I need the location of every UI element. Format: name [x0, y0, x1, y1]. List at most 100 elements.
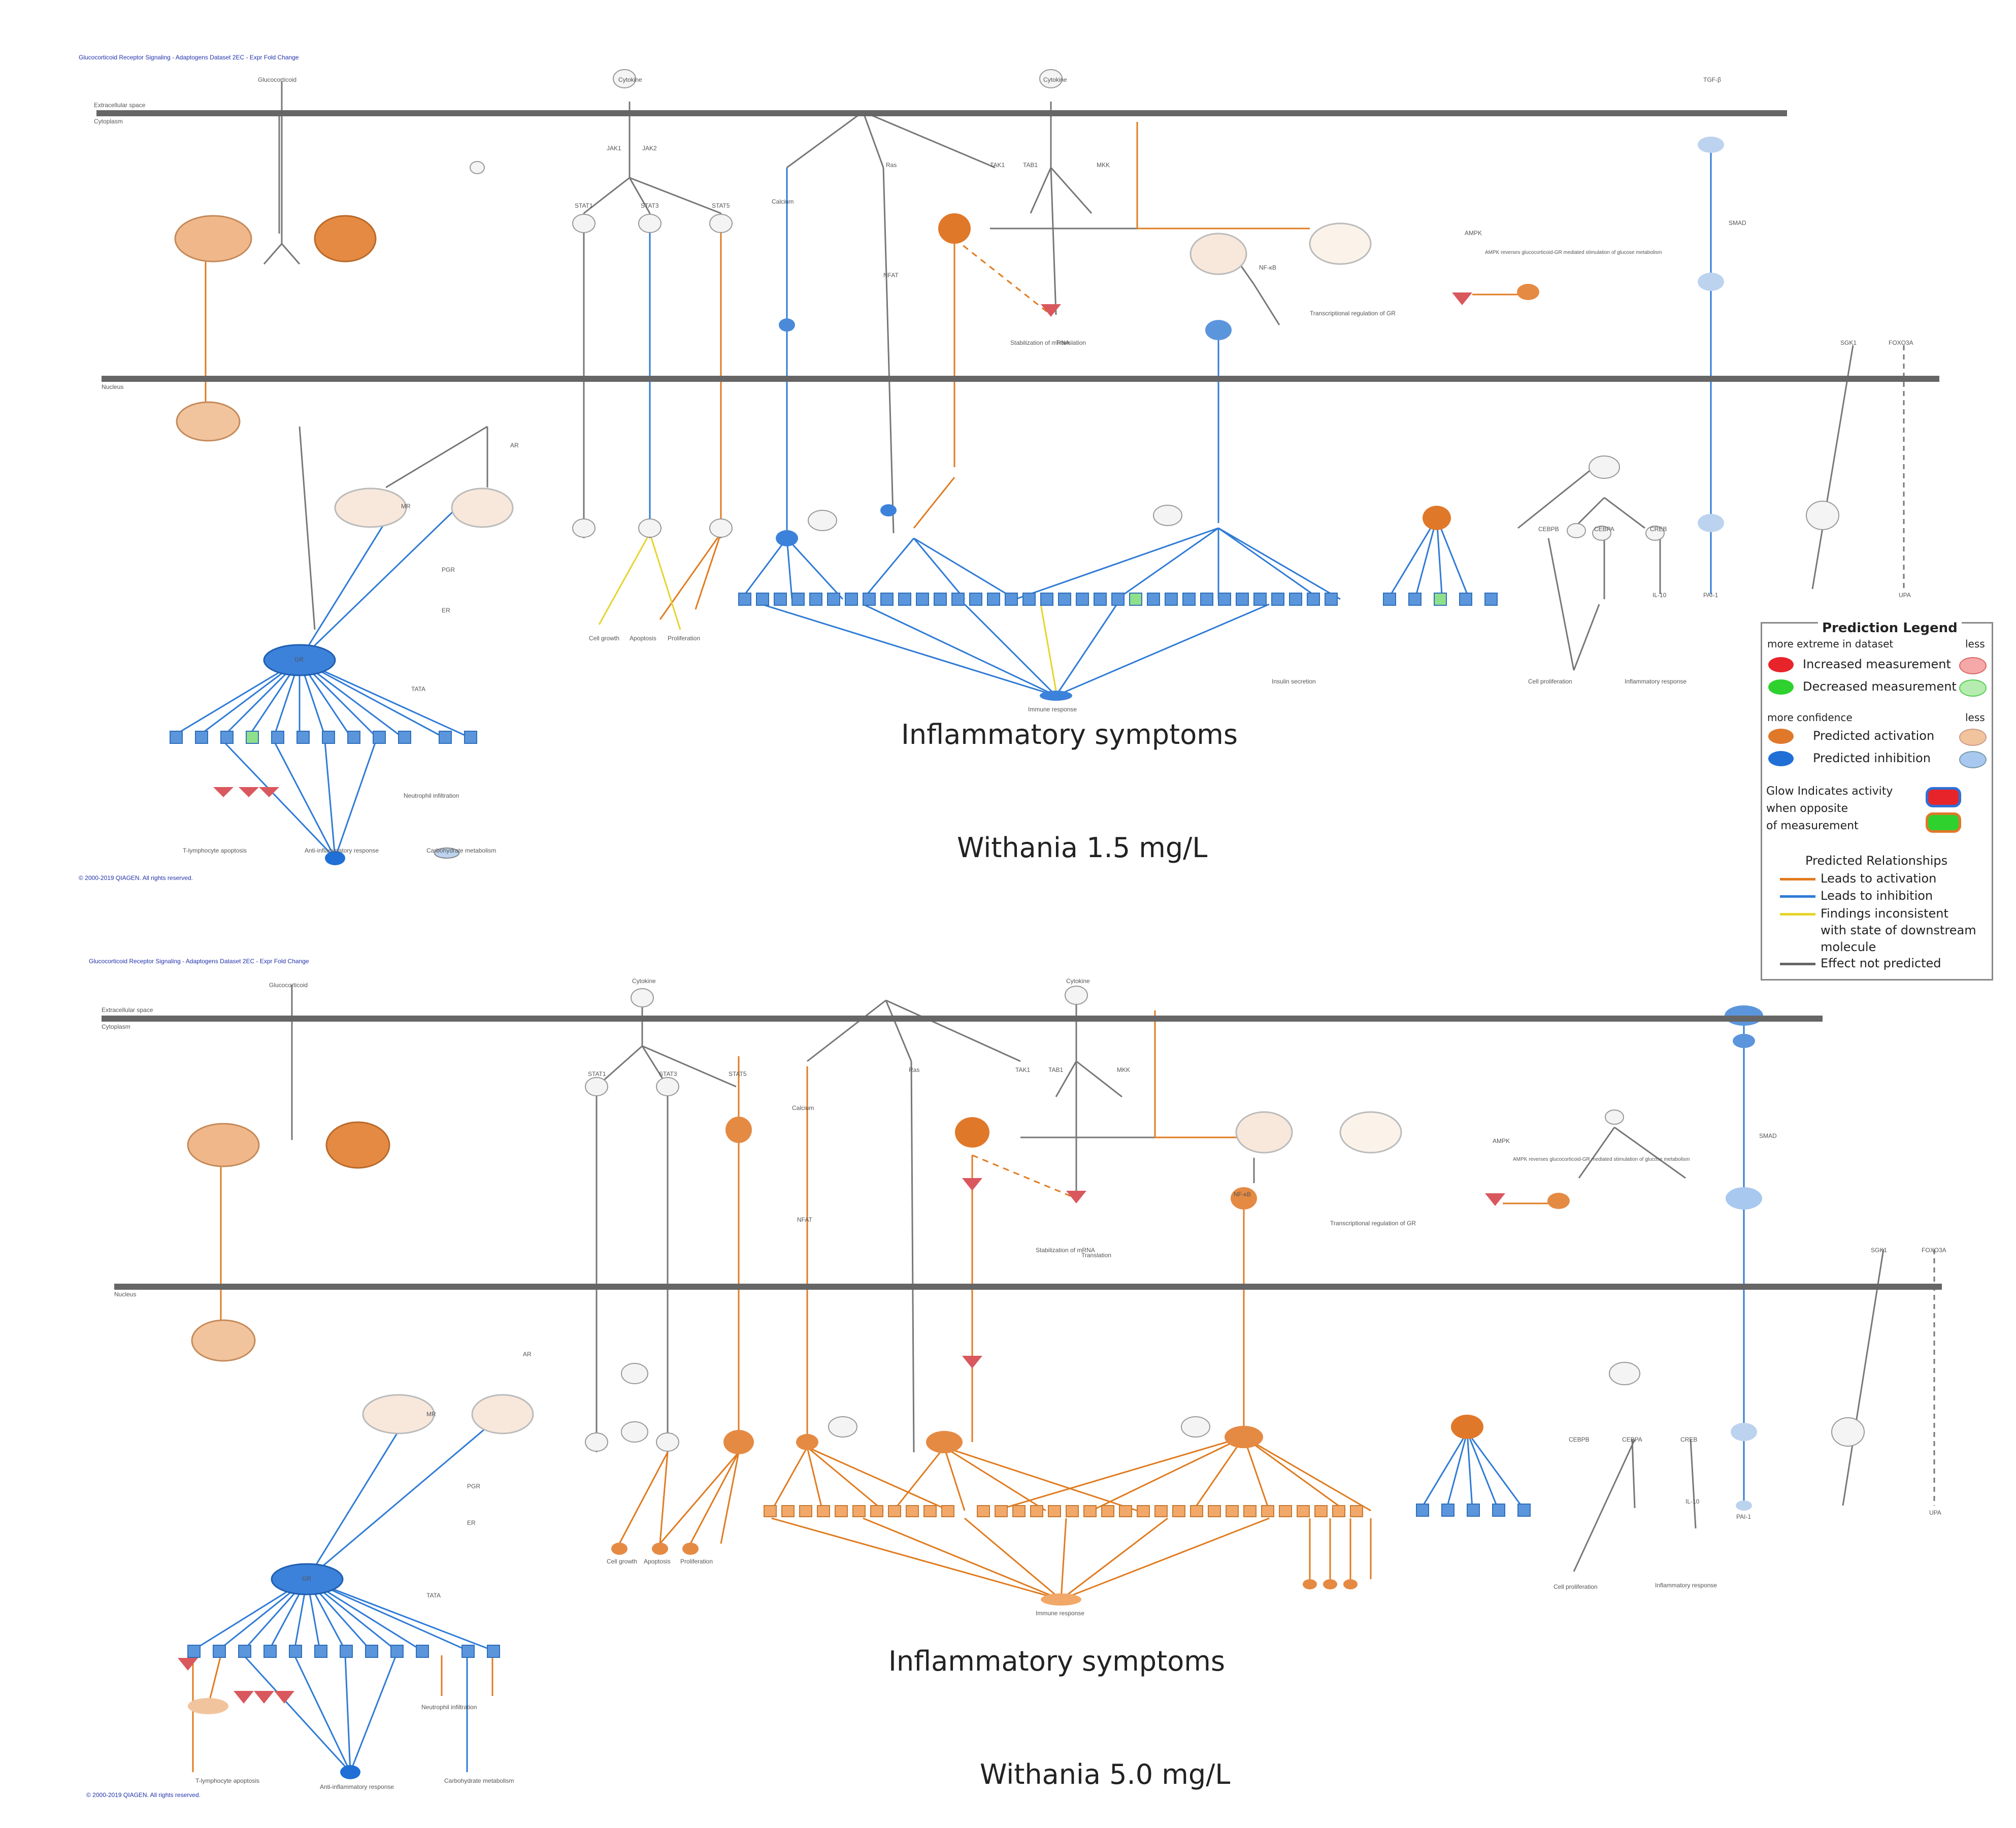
node-nfat-top: NFAT	[883, 272, 899, 279]
legend-increased-strong-swatch	[1768, 657, 1794, 672]
node-upa-top: UPA	[1899, 592, 1911, 599]
legend-glow-green-swatch	[1926, 812, 1961, 833]
node-anti-inflammatory-top: Anti-inflammatory response	[305, 847, 379, 854]
node-creb-top: CREB	[1650, 526, 1667, 533]
legend-activation-light-swatch	[1959, 729, 1987, 746]
node-cytokine-1-bottom: Cytokine	[632, 977, 656, 985]
node-ampk-bottom: AMPK	[1493, 1137, 1510, 1145]
membrane-line-top-2	[102, 376, 1939, 382]
node-insulin-secretion-top: Insulin secretion	[1272, 678, 1316, 685]
node-stabilization-mrna-top: Stabilization of mRNA	[1010, 339, 1070, 346]
legend-decreased-light-swatch	[1959, 679, 1987, 697]
node-stat5-bottom: STAT5	[729, 1070, 747, 1078]
membrane-line-top-1	[96, 110, 1787, 116]
node-tata-top: TATA	[411, 686, 425, 693]
copyright-top: © 2000-2019 QIAGEN. All rights reserved.	[79, 874, 193, 882]
node-pai1-bottom: PAI-1	[1736, 1513, 1751, 1520]
legend-less-1: less	[1965, 638, 1985, 650]
measured-nodes-top	[213, 292, 1472, 797]
legend-rel-not-predicted: Effect not predicted	[1821, 956, 1941, 970]
node-cytokine-2-top: Cytokine	[1043, 76, 1067, 83]
node-cell-growth-top: Cell growth	[589, 635, 620, 642]
legend-line-inconsistent	[1780, 913, 1815, 916]
legend-extreme-header: more extreme in dataset	[1767, 638, 1894, 650]
node-cell-growth-bottom: Cell growth	[607, 1558, 638, 1565]
legend-glow-line3: of measurement	[1766, 820, 1859, 832]
prediction-legend: Prediction Legend more extreme in datase…	[1761, 621, 1993, 981]
node-tgfb-top: TGF-β	[1703, 76, 1721, 83]
node-il10-top: IL-10	[1653, 592, 1667, 599]
node-stat1-bottom: STAT1	[588, 1070, 606, 1078]
node-cebpa-bottom: CEBPA	[1622, 1436, 1642, 1443]
node-sgk1-top: SGK1	[1840, 339, 1857, 346]
yellow-edges	[598, 533, 1057, 691]
node-transcriptional-regulation-top: Transcriptional regulation of GR	[1310, 310, 1396, 317]
node-translation-top: Translation	[1056, 339, 1086, 346]
legend-relationships-title: Predicted Relationships	[1805, 854, 1948, 868]
legend-line-inhibition	[1780, 895, 1815, 898]
legend-increased-light-swatch	[1959, 657, 1987, 674]
activated-nodes-bottom	[187, 1111, 1570, 1714]
node-proliferation-top: Proliferation	[668, 635, 701, 642]
node-cebpa-top: CEBPA	[1594, 526, 1614, 533]
node-immune-response-top: Immune response	[1028, 706, 1077, 713]
node-pgr-bottom: PGR	[467, 1483, 481, 1490]
legend-glow-line1: Glow Indicates activity	[1766, 785, 1893, 798]
node-inflammatory-response-bottom: Inflammatory response	[1655, 1582, 1717, 1589]
node-er-bottom: ER	[467, 1519, 476, 1526]
legend-less-2: less	[1965, 711, 1985, 724]
node-neutrophil-infiltration-bottom: Neutrophil infiltration	[421, 1704, 477, 1711]
node-foxo3a-top: FOXO3A	[1889, 339, 1913, 346]
node-tak1-top: TAK1	[990, 161, 1005, 169]
node-creb-bottom: CREB	[1680, 1436, 1698, 1443]
node-stat5-top: STAT5	[712, 202, 730, 209]
membrane-line-bottom-1	[102, 1016, 1823, 1022]
inhibited-nodes-bottom	[271, 1005, 1763, 1779]
inhibited-nodes	[263, 137, 1724, 865]
panel-header-bottom: Glucocorticoid Receptor Signaling - Adap…	[89, 958, 309, 965]
node-glucocorticoid-top: Glucocorticoid	[258, 76, 297, 83]
node-tata-bottom: TATA	[426, 1592, 441, 1599]
node-mkk-top: MKK	[1097, 161, 1110, 169]
node-carbohydrate-metabolism-bottom: Carbohydrate metabolism	[444, 1777, 514, 1784]
activated-nodes	[174, 213, 1539, 530]
node-pgr-top: PGR	[442, 566, 455, 573]
legend-increased: Increased measurement	[1803, 657, 1951, 671]
node-stat1-top: STAT1	[575, 202, 593, 209]
legend-inhibition-light-swatch	[1959, 751, 1987, 768]
node-ras-bottom: Ras	[909, 1066, 920, 1073]
node-apoptosis-bottom: Apoptosis	[644, 1558, 671, 1565]
pathway-panel-bottom: Glucocorticoid Receptor Signaling - Adap…	[0, 914, 2016, 1824]
node-cytokine-1-top: Cytokine	[618, 76, 642, 83]
node-jak2-top: JAK2	[642, 145, 657, 152]
node-cebpb-bottom: CEBPB	[1569, 1436, 1590, 1443]
compartment-nucleus-top: Nucleus	[102, 383, 124, 390]
legend-inhibition-strong-swatch	[1768, 751, 1794, 766]
node-mkk-bottom: MKK	[1117, 1066, 1131, 1073]
legend-rel-inconsistent-2: with state of downstream	[1821, 923, 1976, 937]
node-mr-bottom: MR	[426, 1411, 436, 1418]
node-ras-top: Ras	[886, 161, 897, 169]
orange-edges-bottom	[192, 1010, 1554, 1772]
legend-decreased: Decreased measurement	[1803, 679, 1957, 694]
grey-edges-bottom	[291, 985, 1935, 1572]
node-gr-top: GR	[294, 656, 304, 663]
pathway-diagram-top	[170, 69, 1905, 865]
compartment-nucleus-bottom: Nucleus	[114, 1291, 137, 1298]
node-stabilization-mrna-bottom: Stabilization of mRNA	[1036, 1247, 1095, 1254]
node-inflammatory-response-top: Inflammatory response	[1625, 678, 1687, 685]
node-sgk1-bottom: SGK1	[1871, 1247, 1888, 1254]
measured-nodes-bottom	[178, 1178, 1505, 1704]
node-t-lymphocyte-apoptosis-bottom: T-lymphocyte apoptosis	[195, 1777, 260, 1784]
legend-line-activation	[1780, 878, 1815, 880]
node-proliferation-bottom: Proliferation	[680, 1558, 713, 1565]
node-immune-response-bottom: Immune response	[1036, 1610, 1085, 1617]
node-glucocorticoid-bottom: Glucocorticoid	[269, 982, 308, 989]
node-apoptosis-top: Apoptosis	[630, 635, 656, 642]
target-gene-row-bottom	[764, 1505, 1363, 1517]
pathway-diagram-bottom	[178, 985, 1935, 1779]
legend-rel-activation: Leads to activation	[1821, 871, 1937, 886]
node-translation-bottom: Translation	[1081, 1252, 1111, 1259]
node-stat3-bottom: STAT3	[659, 1070, 677, 1078]
compartment-cytoplasm-bottom: Cytoplasm	[102, 1023, 130, 1030]
